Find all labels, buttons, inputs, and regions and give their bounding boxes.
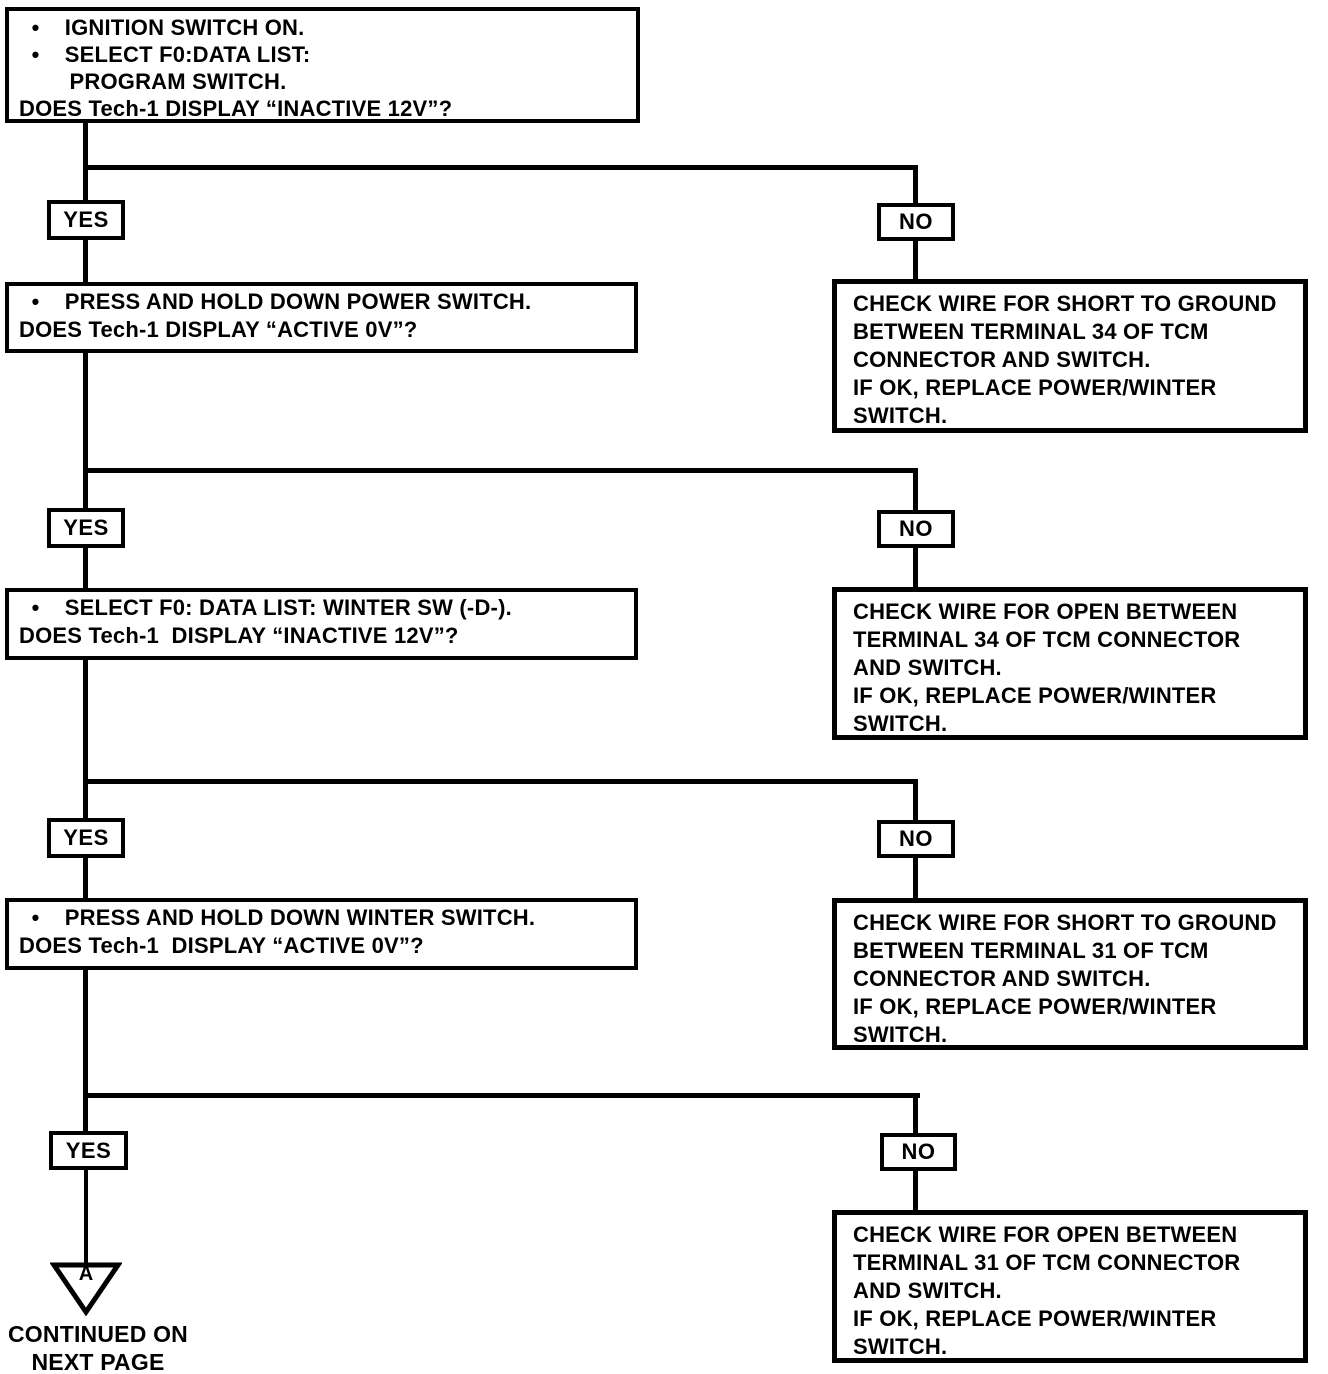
connector-line [913,165,918,203]
connector-line [83,468,918,473]
no-branch-label-1: NO [877,203,955,241]
connector-line [83,122,88,200]
connector-line [913,779,918,820]
connector-line [83,659,88,819]
connector-line [83,240,88,284]
connector-line [913,468,918,510]
check-open-terminal-34-box: CHECK WIRE FOR OPEN BETWEEN TERMINAL 34 … [832,587,1308,740]
continued-note: CONTINUED ON NEXT PAGE [7,1321,188,1374]
connector-line [913,858,918,898]
check-open-terminal-31-box: CHECK WIRE FOR OPEN BETWEEN TERMINAL 31 … [832,1210,1308,1363]
power-switch-test-box: • PRESS AND HOLD DOWN POWER SWITCH. DOES… [5,282,638,353]
connector-line [84,1170,88,1263]
connector-line [83,547,88,589]
connector-line [83,352,88,508]
connector-line [913,241,918,279]
connector-line [83,857,88,899]
yes-branch-label-2: YES [47,508,125,548]
winter-switch-test-box: • PRESS AND HOLD DOWN WINTER SWITCH. DOE… [5,898,638,970]
no-branch-label-4: NO [880,1133,957,1171]
start-step-box: • IGNITION SWITCH ON. • SELECT F0:DATA L… [5,7,640,123]
yes-branch-label-1: YES [47,200,125,240]
connector-line [83,969,88,1133]
check-short-terminal-31-box: CHECK WIRE FOR SHORT TO GROUND BETWEEN T… [832,898,1308,1050]
no-branch-label-3: NO [877,820,955,858]
connector-line [83,165,918,170]
connector-line [913,1093,918,1133]
connector-line [913,548,918,587]
offpage-connector: A [49,1260,123,1317]
check-short-terminal-34-box: CHECK WIRE FOR SHORT TO GROUND BETWEEN T… [832,279,1308,433]
offpage-connector-letter: A [78,1263,94,1285]
offpage-connector-triangle-icon [49,1262,123,1317]
connector-line [83,779,918,784]
connector-line [83,1093,920,1098]
no-branch-label-2: NO [877,510,955,548]
connector-line [913,1171,918,1210]
yes-branch-label-3: YES [47,818,125,858]
yes-branch-label-4: YES [49,1131,128,1170]
winter-sw-select-box: • SELECT F0: DATA LIST: WINTER SW (-D-).… [5,588,638,660]
